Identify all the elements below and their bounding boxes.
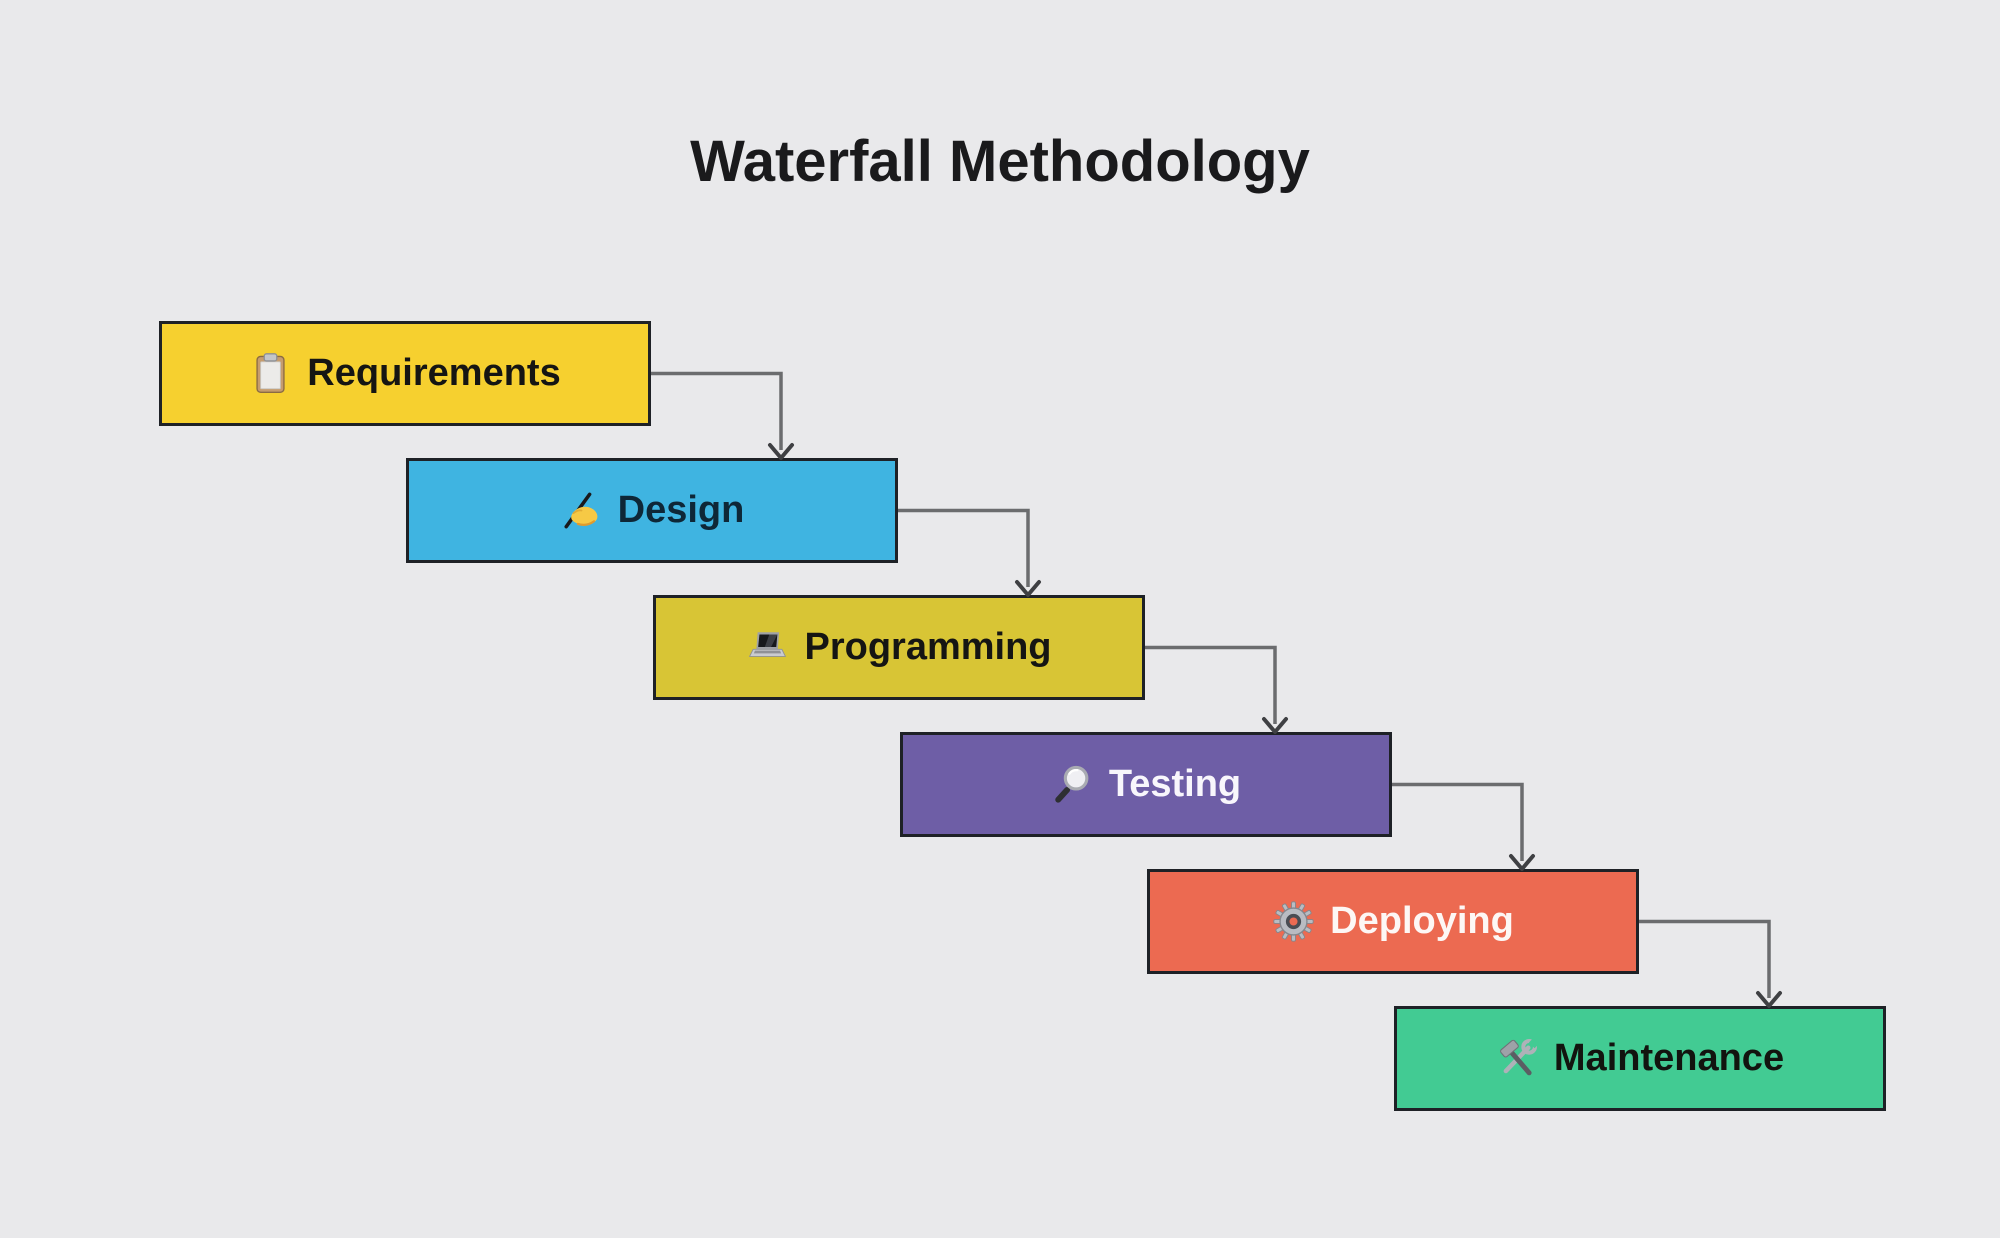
step-label-requirements: Requirements <box>307 352 561 394</box>
clipboard-icon <box>249 352 292 395</box>
step-label-programming: Programming <box>804 626 1052 668</box>
step-box-testing: Testing <box>900 732 1392 837</box>
step-box-programming: Programming <box>653 595 1145 700</box>
connector-arrow-testing-deploying <box>1392 782 1535 871</box>
gear-icon <box>1272 900 1315 943</box>
connector-arrow-programming-testing <box>1145 645 1288 734</box>
diagram-title: Waterfall Methodology <box>690 129 1310 194</box>
connector-arrow-requirements-design <box>651 371 794 460</box>
connector-arrow-deploying-maintenance <box>1639 919 1782 1008</box>
magnifier-icon <box>1051 763 1094 806</box>
step-box-maintenance: Maintenance <box>1394 1006 1886 1111</box>
step-box-deploying: Deploying <box>1147 869 1639 974</box>
step-label-deploying: Deploying <box>1330 900 1514 942</box>
step-box-requirements: Requirements <box>159 321 651 426</box>
hammer-wrench-icon <box>1496 1037 1539 1080</box>
connector-arrow-design-programming <box>898 508 1041 597</box>
laptop-icon <box>746 626 789 669</box>
step-box-design: Design <box>406 458 898 563</box>
step-label-design: Design <box>617 489 745 531</box>
writing-hand-icon <box>560 489 603 532</box>
step-label-testing: Testing <box>1108 763 1242 805</box>
step-label-maintenance: Maintenance <box>1553 1037 1785 1079</box>
